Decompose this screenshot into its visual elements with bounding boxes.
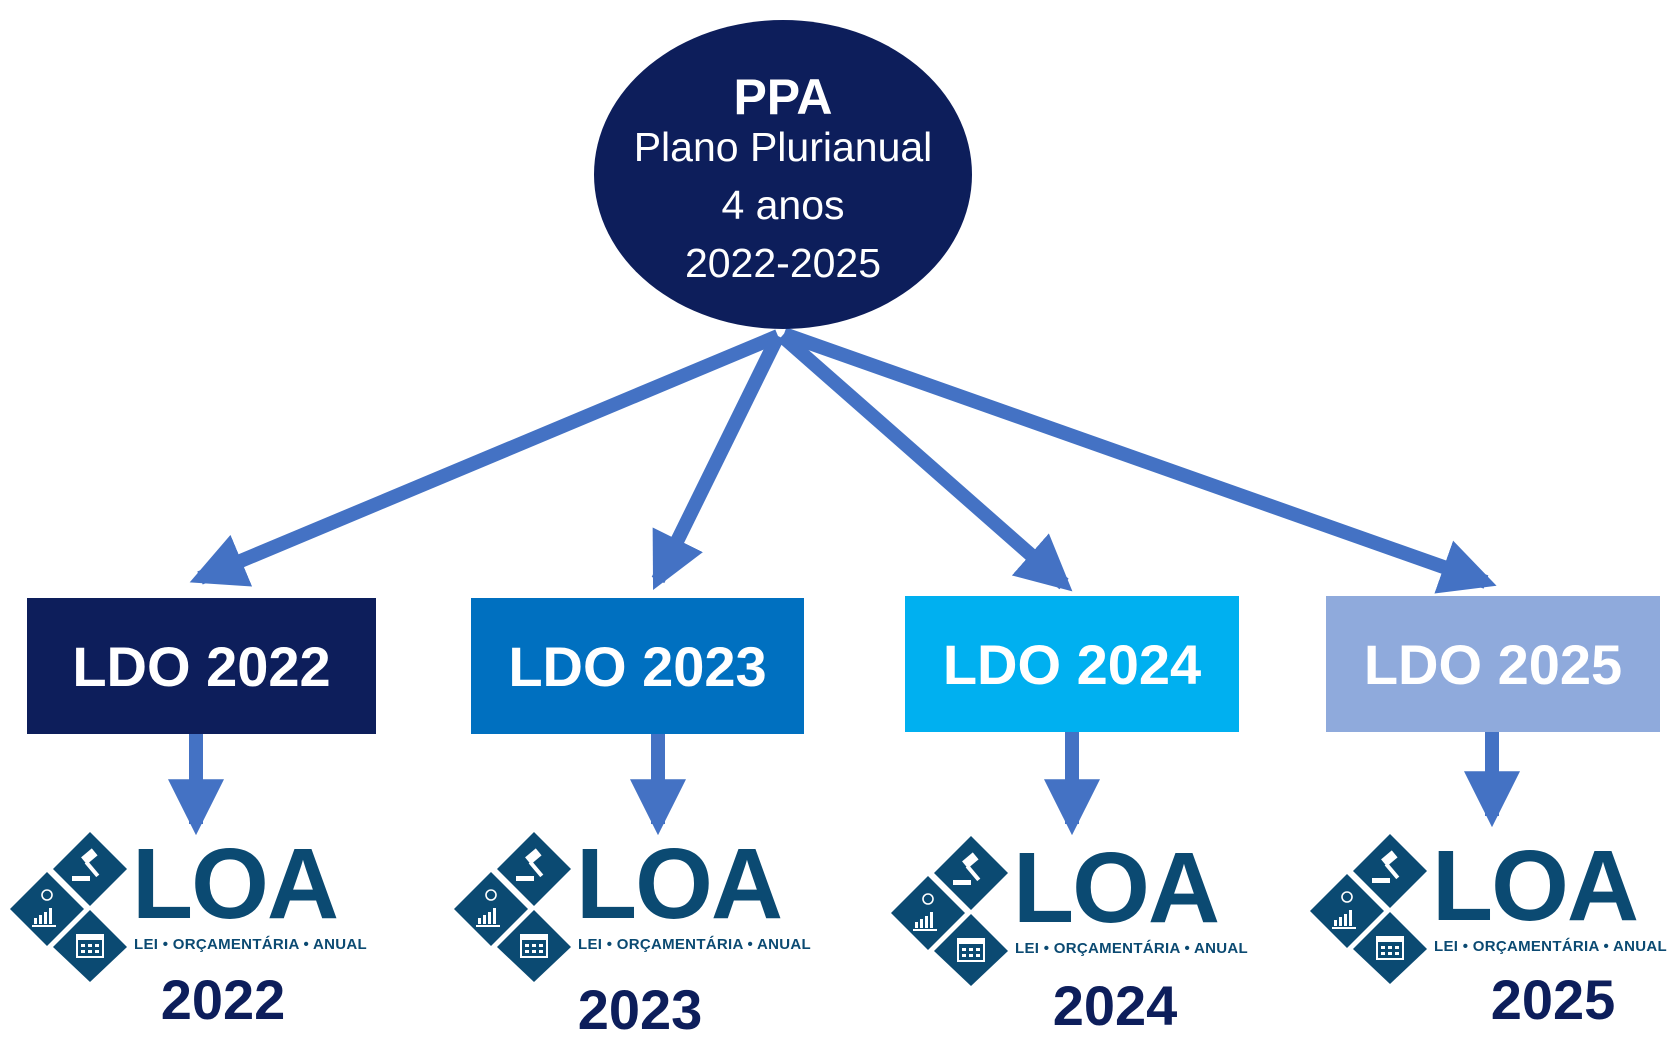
loa-tagline: LEI • ORÇAMENTÁRIA • ANUAL: [1434, 938, 1668, 955]
loa-wordmark: LOA: [1432, 830, 1639, 942]
loa-emblem-icon: [891, 836, 1008, 986]
loa-year-2024: 2024: [1052, 974, 1178, 1037]
loa-tagline: LEI • ORÇAMENTÁRIA • ANUAL: [134, 936, 368, 953]
loa-emblem-icon: [10, 832, 127, 982]
loa-wordmark: LOA: [576, 828, 783, 940]
loa-logo-2025: LOA LEI • ORÇAMENTÁRIA • ANUAL: [1310, 834, 1676, 984]
loa-logo-2024: LOA LEI • ORÇAMENTÁRIA • ANUAL: [891, 836, 1257, 986]
ppa-node: PPA Plano Plurianual 4 anos 2022-2025: [594, 20, 972, 329]
loa-emblem-icon: [454, 832, 571, 982]
arrow-ppa-to-ldo-2022: [189, 329, 781, 587]
ldo-2022-box: LDO 2022: [27, 598, 376, 734]
loa-year-2025: 2025: [1490, 968, 1616, 1031]
ppa-period: 2022-2025: [684, 240, 882, 286]
loa-tagline: LEI • ORÇAMENTÁRIA • ANUAL: [1015, 940, 1249, 957]
loa-year-2022: 2022: [160, 968, 286, 1031]
ppa-duration: 4 anos: [721, 182, 845, 228]
ldo-2025-box: LDO 2025: [1326, 596, 1660, 732]
loa-year-2023: 2023: [577, 978, 703, 1041]
loa-logo-2022: LOA LEI • ORÇAMENTÁRIA • ANUAL: [10, 832, 376, 982]
ppa-title: PPA: [733, 69, 833, 125]
ldo-2024-box: LDO 2024: [905, 596, 1239, 732]
loa-wordmark: LOA: [1013, 832, 1220, 944]
loa-tagline: LEI • ORÇAMENTÁRIA • ANUAL: [578, 936, 812, 953]
ppa-subtitle: Plano Plurianual: [633, 124, 933, 170]
loa-emblem-icon: [1310, 834, 1427, 984]
loa-logo-2023: LOA LEI • ORÇAMENTÁRIA • ANUAL: [454, 832, 820, 982]
ldo-2023-box: LDO 2023: [471, 598, 804, 734]
arrow-ppa-to-ldo-2023: [651, 332, 785, 591]
arrow-ppa-to-ldo-2024: [777, 330, 1073, 592]
loa-wordmark: LOA: [132, 828, 339, 940]
arrow-ppa-to-ldo-2025: [781, 327, 1497, 594]
